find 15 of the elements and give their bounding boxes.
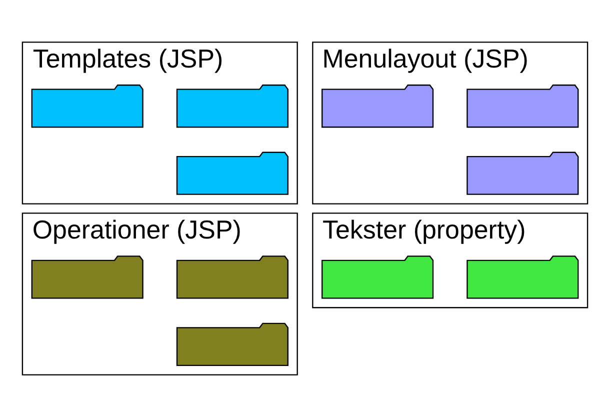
node-folder (322, 256, 434, 299)
node-folder (31, 256, 144, 299)
cluster: Operationer (JSP) (22, 212, 298, 376)
node-folder (466, 84, 579, 128)
node-folder (176, 256, 288, 299)
cluster: Templates (JSP) (22, 42, 298, 204)
cluster: Menulayout (JSP) (312, 42, 588, 204)
node-folder (176, 152, 288, 195)
node-folder (322, 84, 434, 128)
node-folder (31, 84, 144, 128)
node-folder (466, 256, 579, 299)
cluster: Tekster (property) (312, 212, 588, 308)
node-folder (176, 322, 288, 366)
node-folder (466, 152, 579, 195)
node-folder (176, 84, 288, 128)
